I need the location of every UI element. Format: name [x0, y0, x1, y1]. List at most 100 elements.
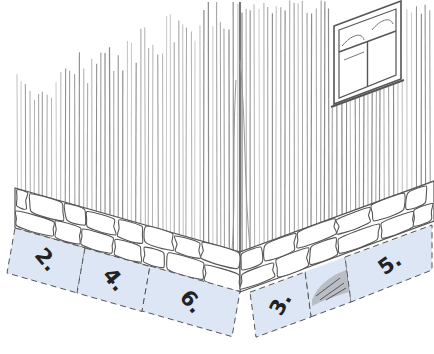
siding-board [25, 84, 26, 191]
siding-board [127, 41, 128, 220]
siding-board [250, 10, 251, 248]
siding-board [140, 29, 141, 224]
siding-board [166, 16, 167, 231]
ground-tile: 5. [345, 225, 432, 302]
siding-board [109, 47, 111, 215]
siding-board [310, 13, 312, 225]
siding-board [298, 3, 299, 230]
siding-board [178, 20, 179, 234]
siding-board [131, 43, 132, 221]
siding-board [416, 6, 417, 187]
siding-board [118, 55, 119, 217]
window-sill [331, 80, 404, 107]
window [331, 1, 404, 107]
siding-board [122, 70, 123, 218]
stone [64, 204, 86, 226]
siding-board [174, 42, 175, 233]
siding-board [375, 91, 377, 202]
siding-board [421, 14, 422, 186]
siding-board [46, 95, 47, 197]
siding-board [74, 74, 75, 205]
ground-tile: 4. [77, 248, 150, 312]
siding-board [144, 27, 146, 225]
siding-board [324, 2, 326, 222]
siding-board [425, 5, 426, 185]
siding-board [170, 14, 171, 232]
wall-corner [239, 2, 241, 252]
siding-board [272, 13, 273, 240]
siding-board [208, 2, 210, 243]
corner-shading [232, 60, 250, 250]
siding-board [406, 9, 407, 191]
stone [336, 208, 370, 235]
siding-board [359, 97, 360, 208]
hatch-lines [316, 278, 346, 300]
siding-board [34, 100, 35, 194]
siding-board [148, 48, 149, 226]
siding-board [289, 0, 290, 233]
siding-board [267, 7, 268, 242]
board-siding [17, 0, 430, 252]
stone [29, 194, 64, 221]
stone [86, 212, 116, 235]
siding-board [388, 87, 390, 198]
siding-board [65, 68, 66, 202]
siding-board [241, 12, 242, 251]
siding-board [51, 98, 52, 199]
siding-board [280, 7, 281, 237]
siding-board [336, 106, 337, 217]
siding-board [355, 99, 357, 210]
siding-board [79, 52, 80, 206]
siding-board [60, 72, 61, 201]
tile-shape [142, 266, 240, 337]
siding-board [367, 94, 368, 205]
siding-board [182, 24, 183, 235]
siding-board [284, 11, 285, 236]
siding-board [223, 29, 224, 248]
siding-board [341, 104, 342, 215]
siding-board [246, 9, 247, 250]
stone [264, 233, 297, 261]
siding-board [350, 101, 351, 212]
siding-board [397, 83, 398, 194]
siding-board [275, 6, 276, 239]
siding-board [316, 8, 317, 224]
stone [406, 186, 427, 210]
siding-board [157, 55, 158, 229]
siding-board [220, 22, 221, 246]
stone [117, 220, 142, 244]
siding-board [100, 53, 101, 213]
siding-board [254, 4, 256, 247]
stone [144, 226, 174, 250]
tile-shape [7, 228, 85, 293]
siding-board [402, 82, 403, 193]
siding-board [199, 25, 200, 240]
siding-board [383, 88, 384, 199]
siding-board [237, 4, 238, 252]
stone [143, 247, 164, 267]
siding-board [135, 63, 137, 223]
siding-board [104, 53, 105, 214]
siding-board [96, 64, 97, 212]
siding-board [38, 94, 39, 195]
ground-tile: 6. [142, 266, 240, 337]
siding-board [185, 27, 187, 236]
siding-board [17, 74, 19, 188]
siding-board [152, 45, 153, 227]
siding-board [21, 81, 22, 190]
tile-shape [345, 225, 432, 302]
stone [241, 247, 263, 270]
siding-board [259, 9, 260, 245]
siding-board [42, 92, 43, 196]
tile-shape [77, 248, 150, 312]
siding-board [228, 29, 230, 248]
siding-board [363, 96, 365, 207]
siding-board [346, 102, 347, 213]
ground-tile: 3. [250, 272, 311, 337]
siding-board [162, 54, 163, 230]
siding-board [56, 82, 57, 200]
siding-board [393, 85, 394, 196]
siding-board [331, 108, 333, 219]
ground-tile: 2. [7, 228, 85, 293]
tile-shape [250, 272, 311, 337]
